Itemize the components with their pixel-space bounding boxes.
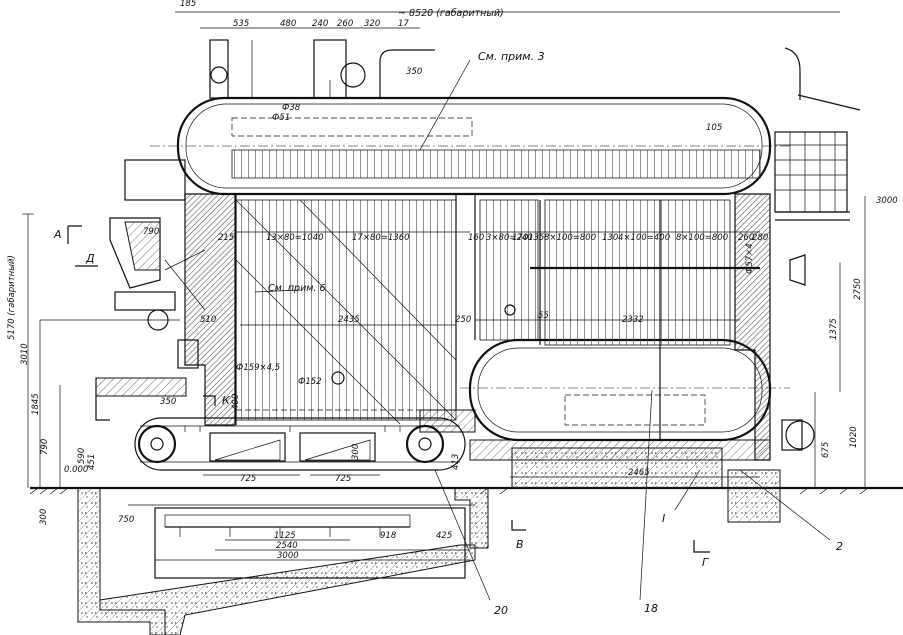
- pitch-800b: 8×100=800: [676, 233, 728, 243]
- bottom-dim-425: 425: [436, 531, 452, 541]
- grate-dim-725b: 725: [335, 474, 351, 484]
- top-dim-535: 535: [233, 19, 249, 29]
- pitch-215: 215: [218, 233, 234, 243]
- furnace-dim-152: Ф152: [298, 377, 322, 387]
- section-mark-i: I: [662, 512, 665, 525]
- furnace-dim-400: 400: [231, 394, 241, 410]
- pitch-400: 4×100=400: [618, 233, 670, 243]
- grate-dim-725a: 725: [240, 474, 256, 484]
- pitch-260: 260: [738, 233, 754, 243]
- left-vert-590: 590: [77, 448, 87, 464]
- section-mark-d: Д: [85, 252, 95, 265]
- furnace-dim-350: 350: [160, 397, 176, 407]
- left-vert-300: 300: [39, 509, 49, 525]
- hopper-dim: 790: [143, 227, 159, 237]
- bottom-dim-2465: 2465: [628, 468, 650, 478]
- left-vert-790: 790: [40, 439, 50, 455]
- foundation-pit: [77, 447, 781, 635]
- right-vert-2750: 2750: [853, 278, 863, 300]
- dimension-lines: [22, 11, 866, 601]
- chain-grate: [134, 417, 466, 471]
- top-fittings: [209, 39, 435, 99]
- furnace-dim-2332: 2332: [622, 315, 644, 325]
- callout-18: 18: [644, 602, 658, 615]
- left-vert-1845: 1845: [31, 393, 41, 415]
- pitch-800a: 8×100=800: [544, 233, 596, 243]
- pitch-160: 160: [468, 233, 484, 243]
- right-vert-1375: 1375: [829, 318, 839, 340]
- left-partial-dim: 185: [180, 0, 196, 9]
- level-mark: 0.000: [64, 465, 88, 475]
- pitch-130: 130: [602, 233, 618, 243]
- top-dim-320: 320: [364, 19, 380, 29]
- drum-dim-105: 105: [706, 123, 722, 133]
- note-6: См. прим. 6: [268, 283, 326, 294]
- pitch-280: 280: [752, 233, 768, 243]
- drum-dim-350: 350: [406, 67, 422, 77]
- furnace-dim-250: 250: [455, 315, 471, 325]
- right-vert-3000: 3000: [876, 196, 898, 206]
- left-vert-5170: 5170 (габаритный): [7, 255, 17, 340]
- boiler-casing: [184, 193, 771, 461]
- section-mark-g: Г: [702, 556, 709, 569]
- top-dim-480: 480: [280, 19, 296, 29]
- right-vert-1020: 1020: [849, 426, 859, 448]
- left-vert-451: 451: [87, 454, 97, 470]
- furnace-dim-55: 55: [538, 311, 549, 321]
- pitch-170: 170: [512, 233, 528, 243]
- drum-dim-38: Ф38: [282, 103, 301, 113]
- pitch-135: 135: [528, 233, 544, 243]
- bottom-dim-2540: 2540: [276, 541, 298, 551]
- coal-hopper: [95, 159, 206, 421]
- section-mark-k: К: [222, 394, 231, 407]
- note-3: См. прим. 3: [478, 50, 545, 63]
- right-platform: [774, 47, 861, 451]
- furnace-dim-2435: 2435: [338, 315, 360, 325]
- callout-2: 2: [836, 540, 843, 553]
- tube-circle-159: [504, 304, 516, 316]
- left-vert-3010: 3010: [20, 343, 30, 365]
- section-mark-v: В: [516, 538, 524, 551]
- right-vert-675: 675: [821, 442, 831, 458]
- grate-dim-300: 300: [351, 444, 361, 460]
- tube-circle-152: [331, 371, 345, 385]
- grate-dim-413: 413: [451, 454, 461, 470]
- bottom-dim-1125: 1125: [274, 531, 296, 541]
- overall-width-label: ~ 8520 (габаритный): [398, 8, 504, 19]
- top-dim-17: 17: [398, 19, 409, 29]
- pitch-1360: 17×80=1360: [352, 233, 410, 243]
- drum-dim-51: Ф51: [272, 113, 290, 123]
- upper-drum: [150, 96, 790, 196]
- top-dim-240: 240: [312, 19, 328, 29]
- pitch-1040: 13×80=1040: [266, 233, 324, 243]
- pitch-240: 3×80=240: [486, 233, 533, 243]
- drawing-texts: ~ 8520 (габаритный) 185 535 480 240 260 …: [7, 0, 898, 617]
- bottom-dim-750: 750: [118, 515, 134, 525]
- bottom-dim-3000: 3000: [277, 551, 299, 561]
- section-mark-a: A: [53, 228, 62, 241]
- furnace-dim-57: Ф57×4: [745, 243, 755, 274]
- bottom-dim-918: 918: [380, 531, 397, 541]
- furnace-dim-159: Ф159×4,5: [236, 363, 280, 373]
- top-dim-260: 260: [337, 19, 353, 29]
- lower-drum: [460, 338, 790, 442]
- section-arrows: [67, 225, 710, 553]
- callout-20: 20: [494, 604, 508, 617]
- furnace-dim-510: 510: [200, 315, 216, 325]
